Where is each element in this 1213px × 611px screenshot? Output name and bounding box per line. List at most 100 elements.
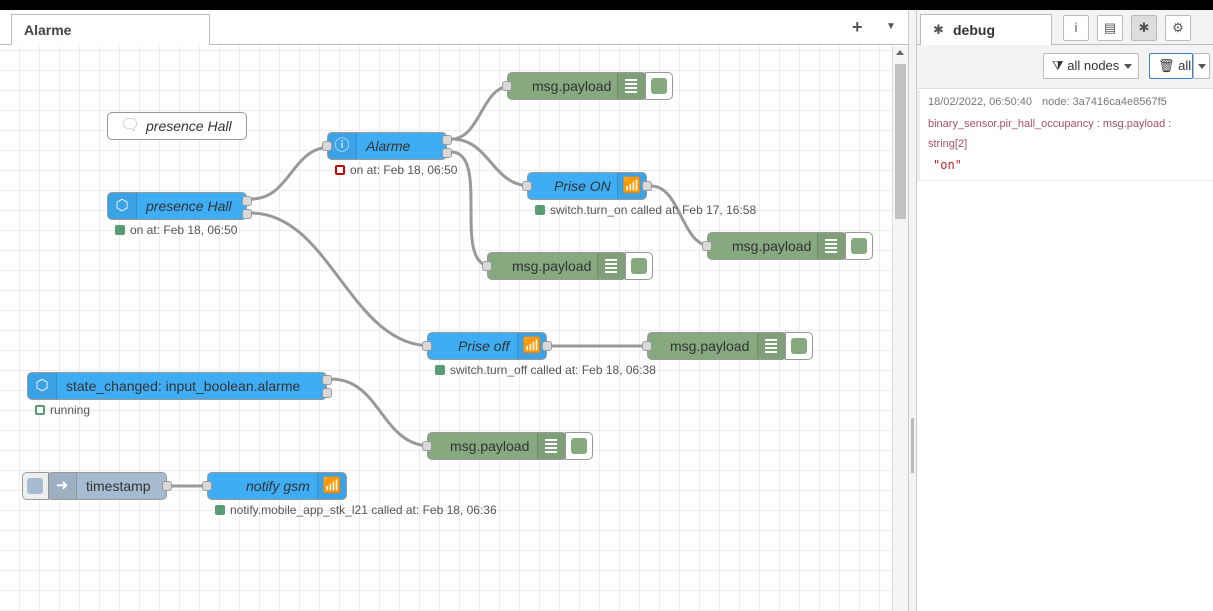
filter-nodes-button[interactable]: ⧩ all nodes <box>1043 53 1139 79</box>
status-text: on at: Feb 18, 06:50 <box>130 223 238 237</box>
router-icon: 📶 <box>617 173 646 199</box>
wire <box>450 84 512 141</box>
filter-label: all nodes <box>1067 58 1120 73</box>
node-label: notify gsm <box>246 478 310 494</box>
debug-toggle-button[interactable] <box>845 232 873 260</box>
scroll-thumb[interactable] <box>895 64 906 219</box>
gear-icon[interactable]: ⚙ <box>1165 15 1191 41</box>
clear-messages-button[interactable]: 🗑 all <box>1149 53 1193 79</box>
sidebar-tabs: ✱ debug i ▤ ✱ ⚙ <box>917 10 1213 45</box>
sidebar-splitter[interactable] <box>908 10 917 611</box>
clear-options-button[interactable] <box>1193 53 1210 79</box>
trash-icon: 🗑 <box>1158 58 1175 73</box>
tab-debug-label: debug <box>953 22 995 38</box>
scroll-up-icon[interactable] <box>896 50 904 55</box>
node-label: Prise ON <box>554 178 611 194</box>
debug-node[interactable]: msg.payload <box>642 332 813 360</box>
node-label: timestamp <box>86 478 151 494</box>
node-label: msg.payload <box>512 258 592 274</box>
debug-node[interactable]: msg.payload <box>482 252 653 280</box>
output-port[interactable] <box>242 196 252 206</box>
status-presence-hall: on at: Feb 18, 06:50 <box>115 223 237 237</box>
book-icon[interactable]: ▤ <box>1097 15 1123 41</box>
debug-node[interactable]: msg.payload <box>502 72 673 100</box>
caret-down-icon[interactable]: ▼ <box>886 21 896 32</box>
wire <box>450 137 532 188</box>
status-state-changed: running <box>35 403 90 417</box>
inject-arrow-icon: ➜ <box>48 473 77 499</box>
status-dot <box>215 505 225 515</box>
tab-alarme[interactable]: Alarme <box>11 14 210 45</box>
message-value[interactable]: "on" <box>933 158 962 172</box>
top-bar <box>0 0 1213 10</box>
presence-hall-node[interactable]: ⬡ presence Hall <box>107 192 252 220</box>
input-port[interactable] <box>422 341 432 351</box>
status-text: switch.turn_off called at: Feb 18, 06:38 <box>450 363 656 377</box>
status-text: on at: Feb 18, 06:50 <box>350 163 458 177</box>
node-label: msg.payload <box>450 438 530 454</box>
filter-icon: ⧩ <box>1052 58 1064 73</box>
flow-canvas[interactable]: 🗨 presence Hall ⬡ presence Hall on at: F… <box>0 46 892 611</box>
debug-message: 18/02/2022, 06:50:40 node: 3a7416ca4e8567… <box>917 90 1213 181</box>
list-icon <box>597 253 626 279</box>
clear-label: all <box>1178 58 1192 73</box>
splitter-grip[interactable] <box>911 418 914 473</box>
inject-button[interactable] <box>22 472 49 500</box>
event-state-icon: ⬡ <box>108 193 137 219</box>
input-port[interactable] <box>202 481 212 491</box>
alarme-node[interactable]: ⓘ Alarme <box>322 132 452 160</box>
input-port[interactable] <box>322 141 332 151</box>
status-dot <box>35 405 45 415</box>
output-port[interactable] <box>542 341 552 351</box>
node-label: presence Hall <box>146 198 232 214</box>
debug-toggle-button[interactable] <box>625 252 653 280</box>
input-port[interactable] <box>642 341 652 351</box>
vertical-scrollbar[interactable] <box>892 46 908 611</box>
input-port[interactable] <box>502 81 512 91</box>
output-port[interactable] <box>322 375 332 385</box>
output-port[interactable] <box>242 209 252 219</box>
bug-icon[interactable]: ✱ <box>1131 15 1157 41</box>
info-icon[interactable]: i <box>1063 15 1089 41</box>
input-port[interactable] <box>482 261 492 271</box>
notify-gsm-node[interactable]: notify gsm 📶 <box>202 472 347 500</box>
status-dot <box>535 205 545 215</box>
tab-debug[interactable]: ✱ debug <box>920 14 1052 45</box>
output-port[interactable] <box>642 181 652 191</box>
debug-toggle-button[interactable] <box>645 72 673 100</box>
plus-icon[interactable]: + <box>852 17 863 37</box>
comment-label: presence Hall <box>146 118 232 134</box>
caret-down-icon <box>1124 64 1132 69</box>
state-changed-node[interactable]: ⬡ state_changed: input_boolean.alarme <box>27 372 332 400</box>
info-icon: ⓘ <box>328 133 357 159</box>
output-port[interactable] <box>442 148 452 158</box>
debug-toggle-button[interactable] <box>565 432 593 460</box>
status-prise-off: switch.turn_off called at: Feb 18, 06:38 <box>435 363 656 377</box>
node-label: Alarme <box>366 138 411 154</box>
debug-node[interactable]: msg.payload <box>702 232 873 260</box>
wire <box>450 150 492 268</box>
comment-node[interactable]: 🗨 presence Hall <box>107 112 247 140</box>
wire <box>250 145 332 201</box>
input-port[interactable] <box>422 441 432 451</box>
debug-node[interactable]: msg.payload <box>422 432 593 460</box>
wire <box>250 211 432 348</box>
output-port[interactable] <box>162 481 172 491</box>
message-timestamp: 18/02/2022, 06:50:40 <box>928 96 1032 108</box>
prise-off-node[interactable]: Prise off 📶 <box>422 332 552 360</box>
output-port[interactable] <box>442 135 452 145</box>
router-icon: 📶 <box>317 473 346 499</box>
status-prise-on: switch.turn_on called at: Feb 17, 16:58 <box>535 203 756 217</box>
output-port[interactable] <box>322 388 332 398</box>
timestamp-node[interactable]: ➜ timestamp <box>22 472 172 500</box>
debug-toggle-button[interactable] <box>785 332 813 360</box>
prise-on-node[interactable]: Prise ON 📶 <box>522 172 652 200</box>
status-dot <box>435 365 445 375</box>
list-icon <box>757 333 786 359</box>
bug-icon: ✱ <box>933 22 944 37</box>
list-icon <box>617 73 646 99</box>
comment-icon: 🗨 <box>120 117 141 134</box>
message-node-link[interactable]: node: 3a7416ca4e8567f5 <box>1041 96 1167 108</box>
input-port[interactable] <box>522 181 532 191</box>
input-port[interactable] <box>702 241 712 251</box>
